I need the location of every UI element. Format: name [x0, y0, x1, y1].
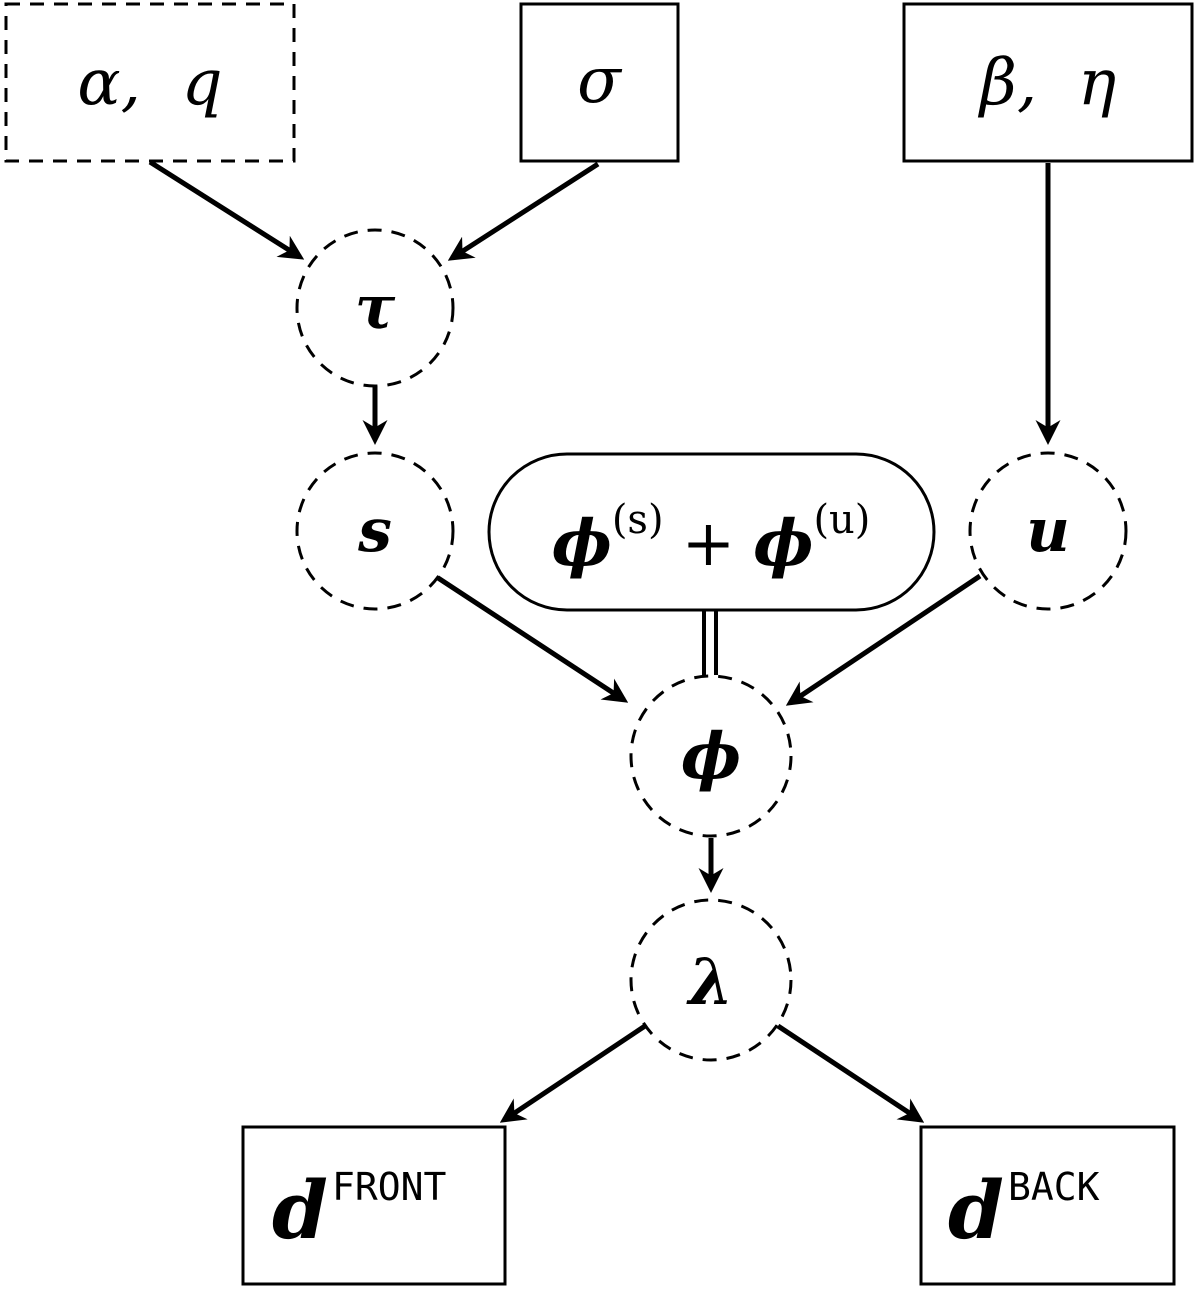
- d-back-sup: BACK: [1008, 1165, 1100, 1209]
- phi-sum-sup2: (u): [813, 497, 870, 543]
- phi-sum-phi1: ϕ: [552, 506, 612, 581]
- phi-sum-plus: +: [682, 507, 736, 581]
- node-d-front-box: [241, 1125, 507, 1286]
- node-phi-sum-label: ϕ(s)+ϕ(u): [552, 497, 871, 581]
- node-s: s: [295, 451, 455, 611]
- edge-alpha-q-to-tau: [148, 159, 305, 260]
- node-d-back-box: [919, 1125, 1176, 1286]
- node-alpha-q-box: [4, 2, 296, 163]
- node-phi: ϕ: [629, 674, 793, 838]
- edge-sigma-to-tau: [447, 161, 600, 261]
- d-front-sup: FRONT: [332, 1165, 446, 1209]
- node-sigma: σ: [519, 2, 680, 163]
- node-phi-sum-box: [487, 452, 936, 612]
- node-s-label: s: [357, 496, 392, 566]
- node-phi-sum: ϕ(s)+ϕ(u): [487, 452, 936, 612]
- edges: [148, 159, 1061, 1123]
- phi-sum-sup1: (s): [612, 497, 664, 543]
- node-phi-circle: [629, 674, 793, 838]
- d-front-base: d: [272, 1163, 328, 1257]
- node-u-label: u: [1026, 496, 1070, 566]
- node-lambda-label: λ: [686, 945, 734, 1020]
- node-tau-circle: [295, 228, 455, 388]
- node-s-circle: [295, 451, 455, 611]
- node-alpha-q: α, q: [4, 2, 296, 163]
- node-lambda: λ: [629, 898, 793, 1062]
- node-alpha-q-label: α, q: [77, 46, 222, 120]
- node-sigma-box: [519, 2, 680, 163]
- node-beta-eta-label: β, η: [978, 46, 1116, 120]
- node-tau-label: τ: [355, 273, 396, 343]
- edge-u-to-phi: [785, 573, 982, 706]
- edge-lambda-to-d-front: [499, 1023, 647, 1123]
- node-sigma-label: σ: [577, 44, 623, 118]
- node-beta-eta: β, η: [902, 2, 1194, 163]
- d-back-base: d: [948, 1163, 1004, 1257]
- node-beta-eta-box: [902, 2, 1194, 163]
- node-u: u: [968, 451, 1128, 611]
- node-phi-label: ϕ: [681, 719, 741, 794]
- node-tau: τ: [295, 228, 455, 388]
- edge-s-to-phi: [430, 571, 629, 703]
- phi-sum-phi2: ϕ: [753, 506, 813, 581]
- edge-lambda-to-d-back: [776, 1023, 925, 1123]
- node-u-circle: [968, 451, 1128, 611]
- node-lambda-circle: [629, 898, 793, 1062]
